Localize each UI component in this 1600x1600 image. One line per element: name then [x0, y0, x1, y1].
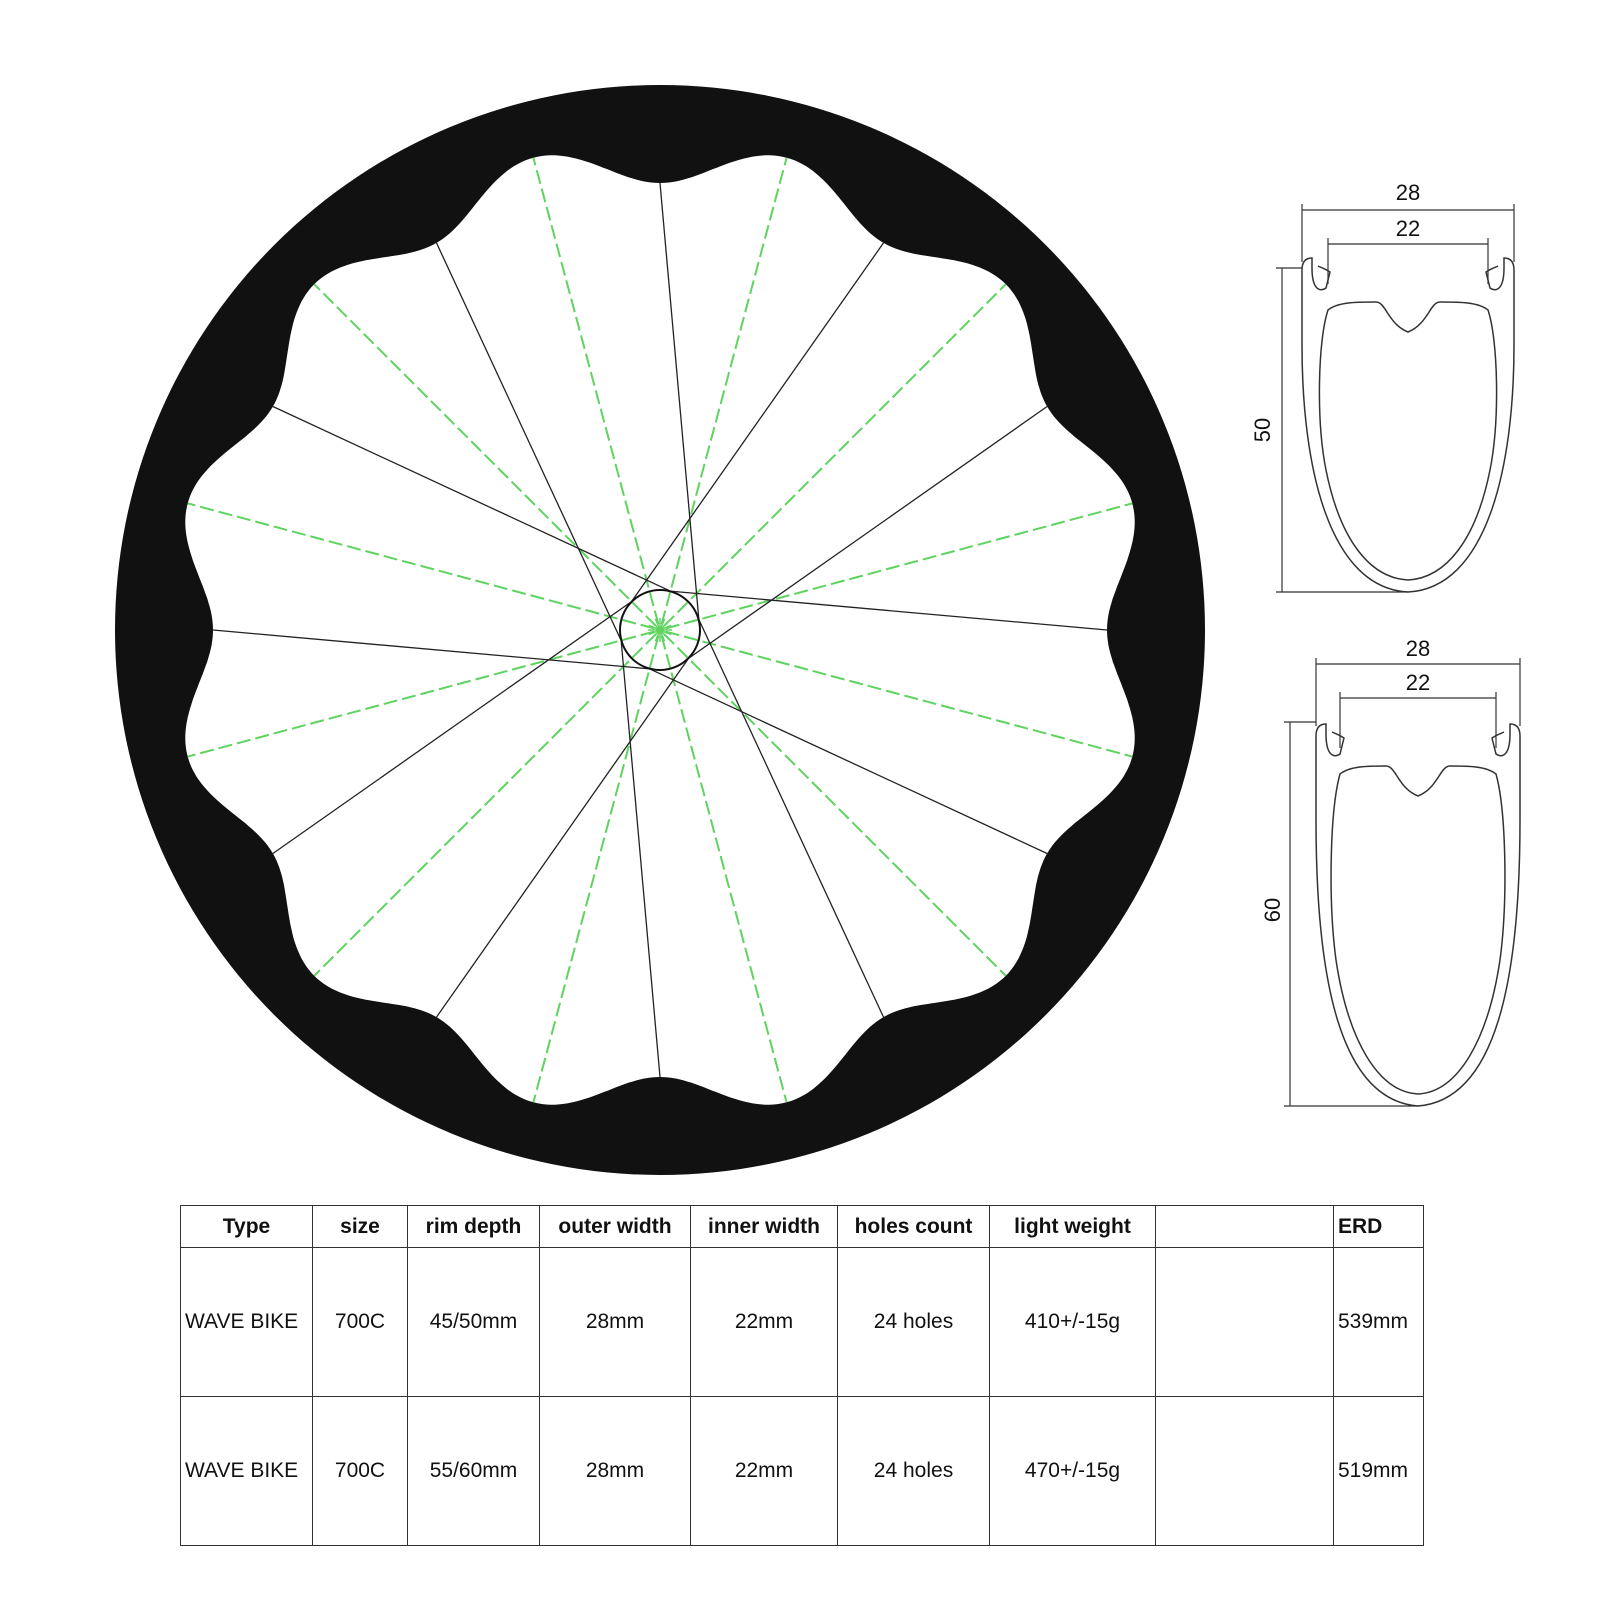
hub-star-ray: [659, 618, 666, 631]
cell-holes-count: 24 holes: [837, 1247, 990, 1397]
dimension-lines-60: [1284, 658, 1521, 1107]
cell-size: 700C: [312, 1396, 408, 1546]
header-type: Type: [180, 1205, 313, 1248]
header-blank: [1155, 1205, 1334, 1248]
front-spoke: [686, 405, 1048, 660]
hub-flange: [619, 589, 701, 671]
rear-spoke: [660, 157, 788, 625]
cell-blank: [1155, 1247, 1334, 1397]
header-holes-count: holes count: [837, 1205, 990, 1248]
hub-center: [648, 618, 672, 642]
cell-erd: 539mm: [1333, 1247, 1424, 1397]
depth-label-50: 50: [1250, 418, 1275, 442]
front-spoke: [620, 638, 661, 1078]
rear-spoke: [660, 635, 788, 1103]
bead-hook-left: [1325, 731, 1345, 757]
hub-star-ray: [659, 629, 670, 640]
hub-star-ray: [659, 629, 666, 642]
cell-type: WAVE BIKE: [180, 1247, 313, 1397]
table-row: WAVE BIKE 700C 45/50mm 28mm 22mm 24 hole…: [180, 1247, 1424, 1397]
cell-light-weight: 470+/-15g: [989, 1396, 1156, 1546]
cell-erd: 519mm: [1333, 1396, 1424, 1546]
front-spoke: [668, 590, 1108, 631]
header-erd: ERD: [1333, 1205, 1424, 1248]
bead-hook-right: [1485, 265, 1505, 291]
front-spoke: [212, 629, 652, 670]
hub-star-ray: [648, 624, 661, 631]
rear-spoke: [187, 502, 655, 630]
front-spoke: [647, 667, 1048, 855]
cell-light-weight: 410+/-15g: [989, 1247, 1156, 1397]
header-outer-width: outer width: [539, 1205, 691, 1248]
cell-outer-width: 28mm: [539, 1396, 691, 1546]
front-spoke: [435, 656, 690, 1018]
front-spoke: [272, 405, 673, 593]
rear-spoke: [663, 633, 1007, 977]
cell-type: WAVE BIKE: [180, 1396, 313, 1546]
wheel-diagram: 28 22 50 28 22 60: [115, 85, 1521, 1175]
outer-width-label-50: 28: [1396, 180, 1420, 205]
rear-spoke: [532, 635, 660, 1103]
front-spokes: [212, 182, 1108, 1078]
cell-outer-width: 28mm: [539, 1247, 691, 1397]
profile-outer: [1301, 257, 1515, 593]
hub-star-ray: [659, 620, 670, 631]
rear-spoke: [313, 283, 657, 627]
dimension-lines-50: [1276, 204, 1515, 593]
hub-star-ray: [650, 620, 661, 631]
cell-holes-count: 24 holes: [837, 1396, 990, 1546]
hub-star-ray: [659, 629, 672, 636]
wheel: [115, 85, 1205, 1175]
rear-spoke: [665, 502, 1133, 630]
front-spoke: [659, 182, 700, 622]
hub-star-ray: [659, 624, 672, 631]
profile-inner: [1318, 301, 1498, 581]
header-inner-width: inner width: [690, 1205, 838, 1248]
cell-inner-width: 22mm: [690, 1396, 838, 1546]
rim-profile-50: [1301, 257, 1515, 593]
rear-spoke: [187, 630, 655, 758]
outer-width-label-60: 28: [1406, 636, 1430, 661]
rear-spokes: [187, 157, 1133, 1103]
header-rim-depth: rim depth: [407, 1205, 540, 1248]
bead-hook-right: [1491, 731, 1511, 757]
hub-star-ray: [654, 618, 661, 631]
spec-table: Type size rim depth outer width inner wi…: [180, 1205, 1424, 1546]
table-header-row: Type size rim depth outer width inner wi…: [180, 1205, 1424, 1248]
front-spoke: [697, 617, 885, 1018]
front-spoke: [272, 600, 634, 855]
cell-size: 700C: [312, 1247, 408, 1397]
table-row: WAVE BIKE 700C 55/60mm 28mm 22mm 24 hole…: [180, 1396, 1424, 1546]
front-spoke: [435, 242, 623, 643]
header-light-weight: light weight: [989, 1205, 1156, 1248]
profile-outer: [1315, 723, 1521, 1107]
bead-hook-left: [1311, 265, 1331, 291]
cell-rim-depth: 45/50mm: [407, 1247, 540, 1397]
inner-width-label-50: 22: [1396, 216, 1420, 241]
hub-star-ray: [654, 629, 661, 642]
rear-spoke: [663, 283, 1007, 627]
cell-rim-depth: 55/60mm: [407, 1396, 540, 1546]
cell-inner-width: 22mm: [690, 1247, 838, 1397]
header-size: size: [312, 1205, 408, 1248]
hub-star-ray: [650, 629, 661, 640]
hub-star-ray: [648, 629, 661, 636]
profile-inner: [1330, 765, 1506, 1095]
rear-spoke: [313, 633, 657, 977]
inner-width-label-60: 22: [1406, 670, 1430, 695]
cell-blank: [1155, 1396, 1334, 1546]
rear-spoke: [665, 630, 1133, 758]
depth-label-60: 60: [1260, 898, 1285, 922]
rear-spoke: [532, 157, 660, 625]
rim-profile-60: [1315, 723, 1521, 1107]
front-spoke: [630, 242, 885, 604]
